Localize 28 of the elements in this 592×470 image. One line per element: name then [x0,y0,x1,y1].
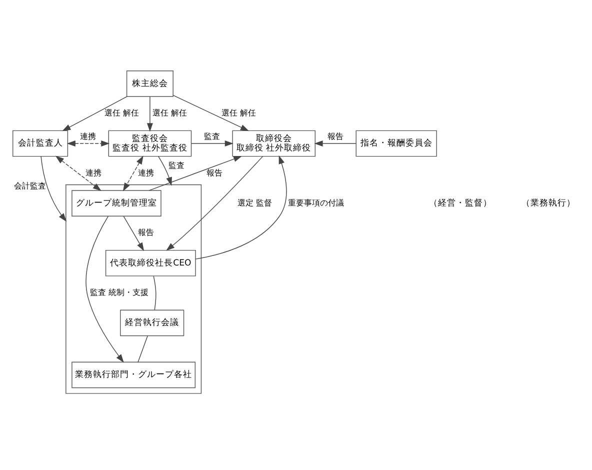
arrow [191,140,234,146]
node-box: 会計監査人 [12,130,68,157]
node-box: グループ統制管理室 [72,190,162,216]
arrow [66,140,110,146]
label: （経営・監督） [428,198,492,209]
arrow [122,156,144,192]
arrow [55,156,102,192]
arrow [62,96,128,132]
arrow [146,96,153,132]
node-box: 株主総会 [126,70,174,97]
connector [138,336,148,362]
arrow [166,156,264,251]
arrow [172,95,250,132]
node-box: 経営執行会議 [120,310,184,336]
label: （業務執行） [522,198,576,209]
arrow [314,140,356,146]
arrow [148,156,242,191]
node-box: 業務執行部門・グループ各社 [72,362,196,388]
node-box: 指名・報酬委員会 [356,130,437,157]
connector [153,276,156,310]
arrow [40,156,67,222]
arrow [195,155,287,260]
arrow [123,216,144,252]
node-box: 取締役会 取締役 社外取締役 [232,130,316,157]
arrow [158,156,172,186]
node-box: 監査役会 監査役 社外監査役 [108,130,192,157]
arrow [86,216,124,363]
node-box: 代表取締役社長CEO [105,250,196,276]
